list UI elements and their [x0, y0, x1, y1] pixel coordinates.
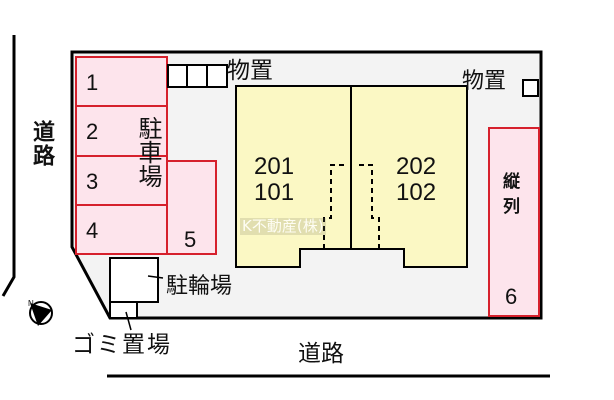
storage-label-right: 物置	[462, 69, 507, 94]
parking-space-4	[75, 204, 168, 255]
space-1: 1	[86, 70, 99, 95]
unit-201: 201	[254, 153, 295, 180]
space-5: 5	[184, 227, 197, 252]
north-compass-icon: N	[28, 299, 53, 326]
left-road-line	[1, 35, 16, 297]
bicycle-parking-label: 駐輪場	[166, 274, 233, 299]
parking-space-1	[75, 56, 168, 107]
watermark: K不動産(株)	[240, 217, 326, 235]
stair-dashed-outline	[323, 164, 380, 249]
space-6: 6	[505, 284, 518, 309]
garbage-area-label: ゴミ置場	[72, 332, 172, 358]
storage-sheds	[167, 64, 539, 97]
road-bottom-label: 道路	[298, 341, 344, 367]
parking-label: 駐車場	[134, 116, 162, 188]
parking-space-2	[75, 105, 168, 157]
space-4: 4	[86, 218, 99, 243]
storage-label-left: 物置	[227, 58, 273, 84]
unit-101: 101	[254, 179, 295, 206]
space-2: 2	[86, 119, 99, 144]
road-left-label: 道路	[29, 120, 54, 168]
space-3: 3	[86, 169, 99, 194]
unit-202: 202	[396, 153, 437, 180]
parking-space-5	[166, 160, 217, 255]
tandem-label: 縦列	[499, 172, 519, 222]
unit-102: 102	[396, 179, 437, 206]
bicycle-parking-area	[109, 257, 159, 303]
parking-space-6	[488, 127, 540, 317]
garbage-area	[109, 301, 138, 319]
parking-spaces	[75, 56, 540, 317]
svg-text:N: N	[28, 299, 34, 308]
